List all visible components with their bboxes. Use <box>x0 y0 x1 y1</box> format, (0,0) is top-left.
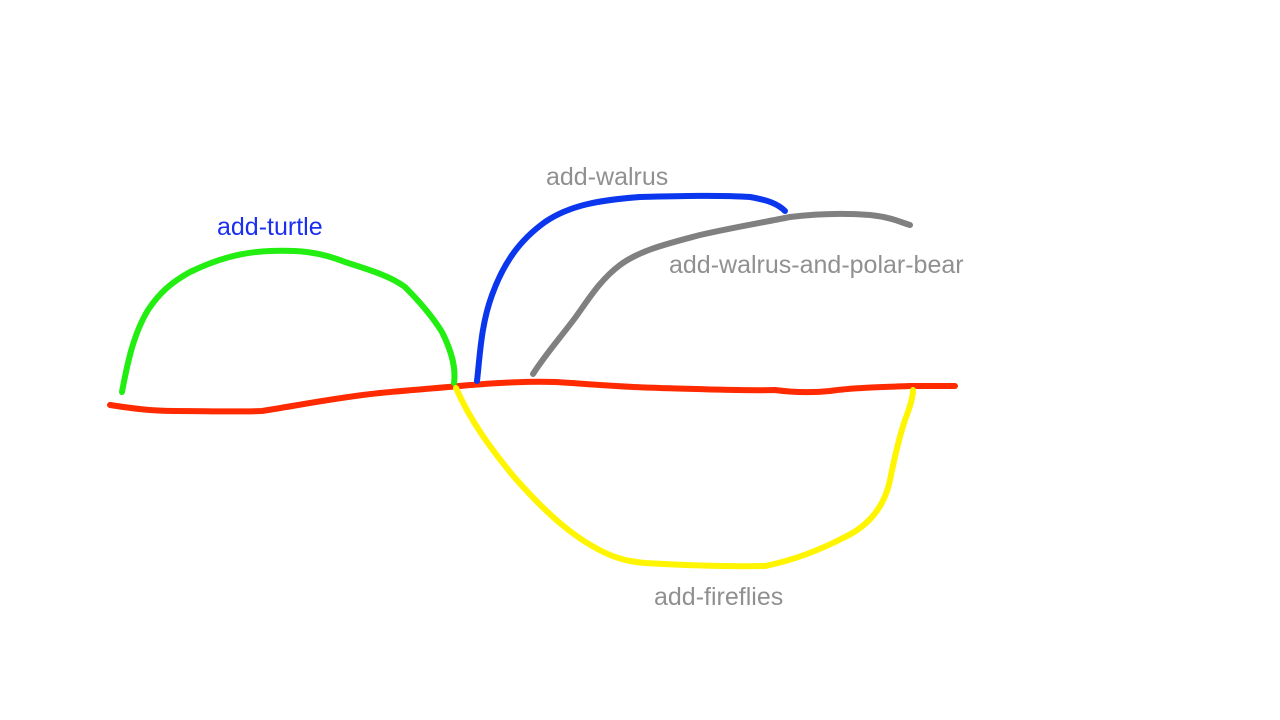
walrus-and-polar-bear-branch-label: add-walrus-and-polar-bear <box>669 251 964 279</box>
main-branch-line <box>107 378 958 415</box>
fireflies-branch-line <box>453 385 916 570</box>
turtle-branch-line <box>119 247 458 395</box>
walrus-branch-label: add-walrus <box>546 163 669 191</box>
walrus-branch-line <box>474 192 788 384</box>
turtle-branch-label: add-turtle <box>217 213 323 241</box>
fireflies-branch-label: add-fireflies <box>654 583 784 611</box>
walrus-and-polar-bear-branch-line <box>530 210 913 377</box>
